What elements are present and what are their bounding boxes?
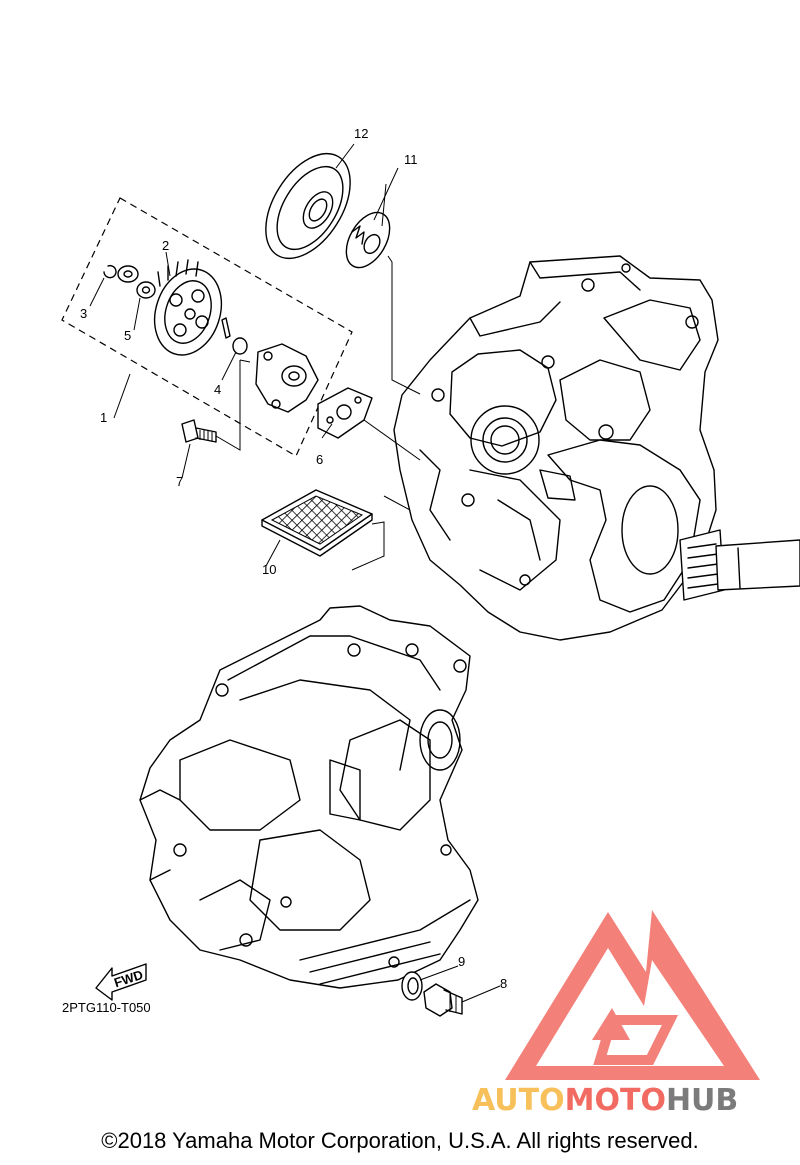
- callout-10: 10: [262, 562, 276, 577]
- callout-12: 12: [354, 126, 368, 141]
- callout-4: 4: [214, 382, 221, 397]
- callout-7: 7: [176, 474, 183, 489]
- watermark-brand: AUTOMOTOHUB: [472, 1083, 738, 1118]
- drawing-code: 2PTG110-T050: [62, 1000, 151, 1015]
- brand-moto: MOTO: [564, 1083, 666, 1118]
- callout-6: 6: [316, 452, 323, 467]
- callout-labels: 1 2 3 4 5 6 7 8 9 10 11 12: [80, 126, 507, 991]
- crankcase-right-upper: [393, 255, 800, 641]
- callout-5: 5: [124, 328, 131, 343]
- oil-pump-assembly-group: [61, 197, 353, 457]
- brand-auto: AUTO: [472, 1083, 565, 1118]
- oil-strainer: [261, 489, 411, 571]
- callout-8: 8: [500, 976, 507, 991]
- wave-washer: [345, 211, 421, 395]
- callout-1: 1: [100, 410, 107, 425]
- callout-9: 9: [458, 954, 465, 969]
- callout-11: 11: [404, 152, 418, 167]
- callout-2: 2: [162, 238, 169, 253]
- drive-plate: [265, 152, 351, 260]
- crankcase-left-lower: [139, 605, 479, 989]
- drain-washer: [401, 971, 423, 1001]
- drain-bolt: [423, 983, 463, 1017]
- leader-lines: [89, 143, 501, 1003]
- copyright-notice: ©2018 Yamaha Motor Corporation, U.S.A. A…: [101, 1128, 699, 1153]
- fwd-arrow: FWD: [95, 963, 147, 1001]
- brand-hub: HUB: [665, 1083, 739, 1118]
- automotohub-logo: [505, 910, 760, 1080]
- callout-3: 3: [80, 306, 87, 321]
